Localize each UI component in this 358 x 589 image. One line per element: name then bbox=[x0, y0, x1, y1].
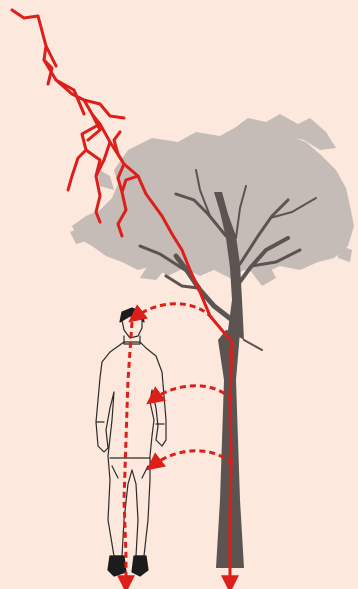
person-shoe bbox=[108, 556, 126, 576]
